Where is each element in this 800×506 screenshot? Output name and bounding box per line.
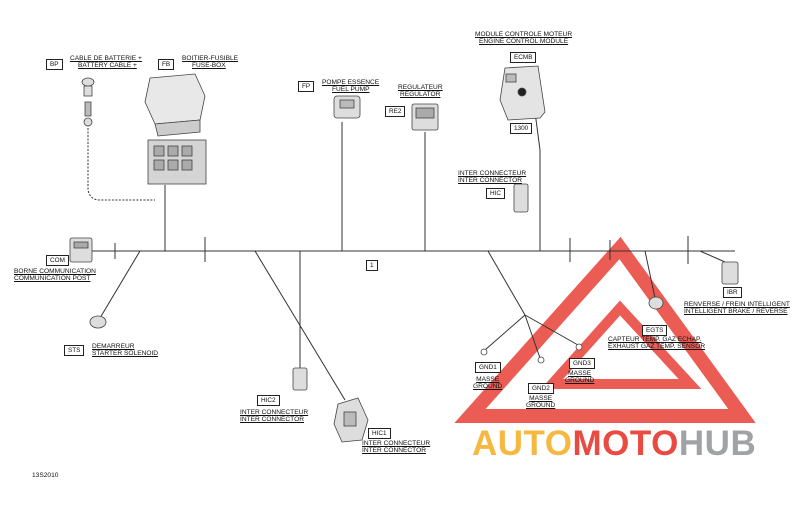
code-sts: STS [64, 345, 85, 356]
label-line-en: REGULATOR [400, 91, 441, 99]
watermark-auto: AUTO [472, 424, 573, 463]
code-fp: FP [298, 81, 315, 92]
inter-connector-hic1-icon [333, 397, 369, 443]
label-starter-solenoid: DEMARREUR STARTER SOLENOID [92, 343, 158, 358]
label-line-fr: CABLE DE BATTERIE + [70, 55, 142, 62]
label-line-en: BATTERY CABLE + [78, 62, 137, 70]
code-gnd2: GND2 [528, 383, 554, 394]
label-fuse-box: BOITIER-FUSIBLE FUSE-BOX [182, 55, 238, 70]
label-line-en: FUSE-BOX [192, 62, 226, 70]
label-ground-1: MASSE GROUND [473, 376, 502, 391]
label-line-en: GROUND [565, 377, 595, 385]
label-exhaust-sensor: CAPTEUR TEMP. GAZ ECHAP. EXHAUST GAZ TEM… [608, 336, 705, 351]
regulator-icon [411, 103, 439, 131]
label-line-en: ENGINE CONTROL MODULE [478, 38, 569, 46]
label-line-en: INTER CONNECTOR [240, 416, 304, 424]
code-harness-1: 1 [366, 260, 378, 271]
label-line-en: EXHAUST GAZ TEMP. SENSOR [608, 343, 706, 351]
ground-terminal-icons [480, 343, 583, 364]
label-ground-2: MASSE GROUND [526, 395, 555, 410]
label-line-fr: INTER CONNECTEUR [240, 409, 309, 416]
code-hic1: HIC1 [368, 428, 391, 439]
label-line-fr: INTER CONNECTEUR [458, 170, 527, 177]
label-line-fr: CAPTEUR TEMP. GAZ ECHAP. [608, 336, 702, 343]
code-bp: BP [46, 59, 63, 70]
exhaust-sensor-icon [648, 296, 664, 310]
label-engine-control-module: MODULE CONTROLE MOTEUR ENGINE CONTROL MO… [475, 31, 572, 46]
code-1300: 1300 [510, 123, 533, 134]
label-line-fr: INTER CONNECTEUR [362, 440, 431, 447]
label-line-en: GROUND [473, 383, 503, 391]
label-ground-3: MASSE GROUND [565, 370, 594, 385]
engine-control-module-icon [499, 65, 546, 121]
label-line-fr: MASSE [568, 370, 592, 377]
label-line-en: STARTER SOLENOID [92, 350, 159, 358]
label-line-fr: BOITIER-FUSIBLE [182, 55, 239, 62]
label-line-fr: POMPE ESSENCE [322, 79, 380, 86]
label-line-en: FUEL PUMP [332, 86, 370, 94]
watermark-hub: HUB [678, 424, 757, 463]
label-line-fr: BORNE COMMUNICATION [14, 268, 96, 275]
label-intelligent-brake: RENVERSE / FREIN INTELLIGENT INTELLIGENT… [684, 301, 790, 316]
label-line-fr: MASSE [529, 395, 553, 402]
communication-post-icon [69, 237, 93, 263]
code-gnd3: GND3 [569, 358, 595, 369]
label-line-en: INTER CONNECTOR [362, 447, 426, 455]
label-line-en: GROUND [526, 402, 556, 410]
fuse-box-icon [144, 73, 207, 185]
code-ibr: IBR [723, 287, 742, 298]
code-re2: RE2 [385, 106, 406, 117]
code-egts: EGTS [642, 325, 668, 336]
label-line-en: INTER CONNECTOR [458, 177, 522, 185]
code-hic2: HIC2 [257, 395, 280, 406]
inter-connector-hic-icon [513, 183, 529, 213]
code-com: COM [46, 255, 69, 266]
label-fuel-pump: POMPE ESSENCE FUEL PUMP [322, 79, 379, 94]
label-inter-connector-hic1: INTER CONNECTEUR INTER CONNECTOR [362, 440, 430, 455]
label-battery-cable: CABLE DE BATTERIE + BATTERY CABLE + [70, 55, 142, 70]
watermark-inner-triangle [540, 300, 702, 389]
label-line-en: INTELLIGENT BRAKE / REVERSE [684, 308, 788, 316]
battery-cable-icon [81, 77, 95, 127]
label-line-fr: DEMARREUR [92, 343, 135, 350]
label-line-fr: MASSE [476, 376, 500, 383]
fuel-pump-icon [333, 95, 361, 119]
code-gnd1: GND1 [475, 362, 501, 373]
label-regulator: REGULATEUR REGULATOR [398, 84, 443, 99]
code-hic: HIC [486, 188, 506, 199]
watermark-moto: MOTO [572, 424, 679, 463]
inter-connector-hic2-icon [292, 367, 308, 391]
label-line-fr: RENVERSE / FREIN INTELLIGENT [684, 301, 790, 308]
starter-solenoid-icon [89, 315, 107, 329]
figure-id: 13S2010 [32, 472, 59, 479]
label-line-en: COMMUNICATION POST [14, 275, 91, 283]
label-inter-connector-hic: INTER CONNECTEUR INTER CONNECTOR [458, 170, 526, 185]
code-fb: FB [158, 59, 175, 70]
harness-trunk [87, 111, 735, 401]
code-ecmb: ECMB [510, 52, 537, 63]
watermark-logo: AUTOMOTOHUB [472, 424, 756, 464]
watermark-triangle [454, 236, 756, 423]
label-inter-connector-hic2: INTER CONNECTEUR INTER CONNECTOR [240, 409, 308, 424]
label-communication-post: BORNE COMMUNICATION COMMUNICATION POST [14, 268, 96, 283]
label-line-fr: MODULE CONTROLE MOTEUR [475, 31, 573, 38]
label-line-fr: REGULATEUR [398, 84, 443, 91]
intelligent-brake-icon [721, 261, 739, 285]
